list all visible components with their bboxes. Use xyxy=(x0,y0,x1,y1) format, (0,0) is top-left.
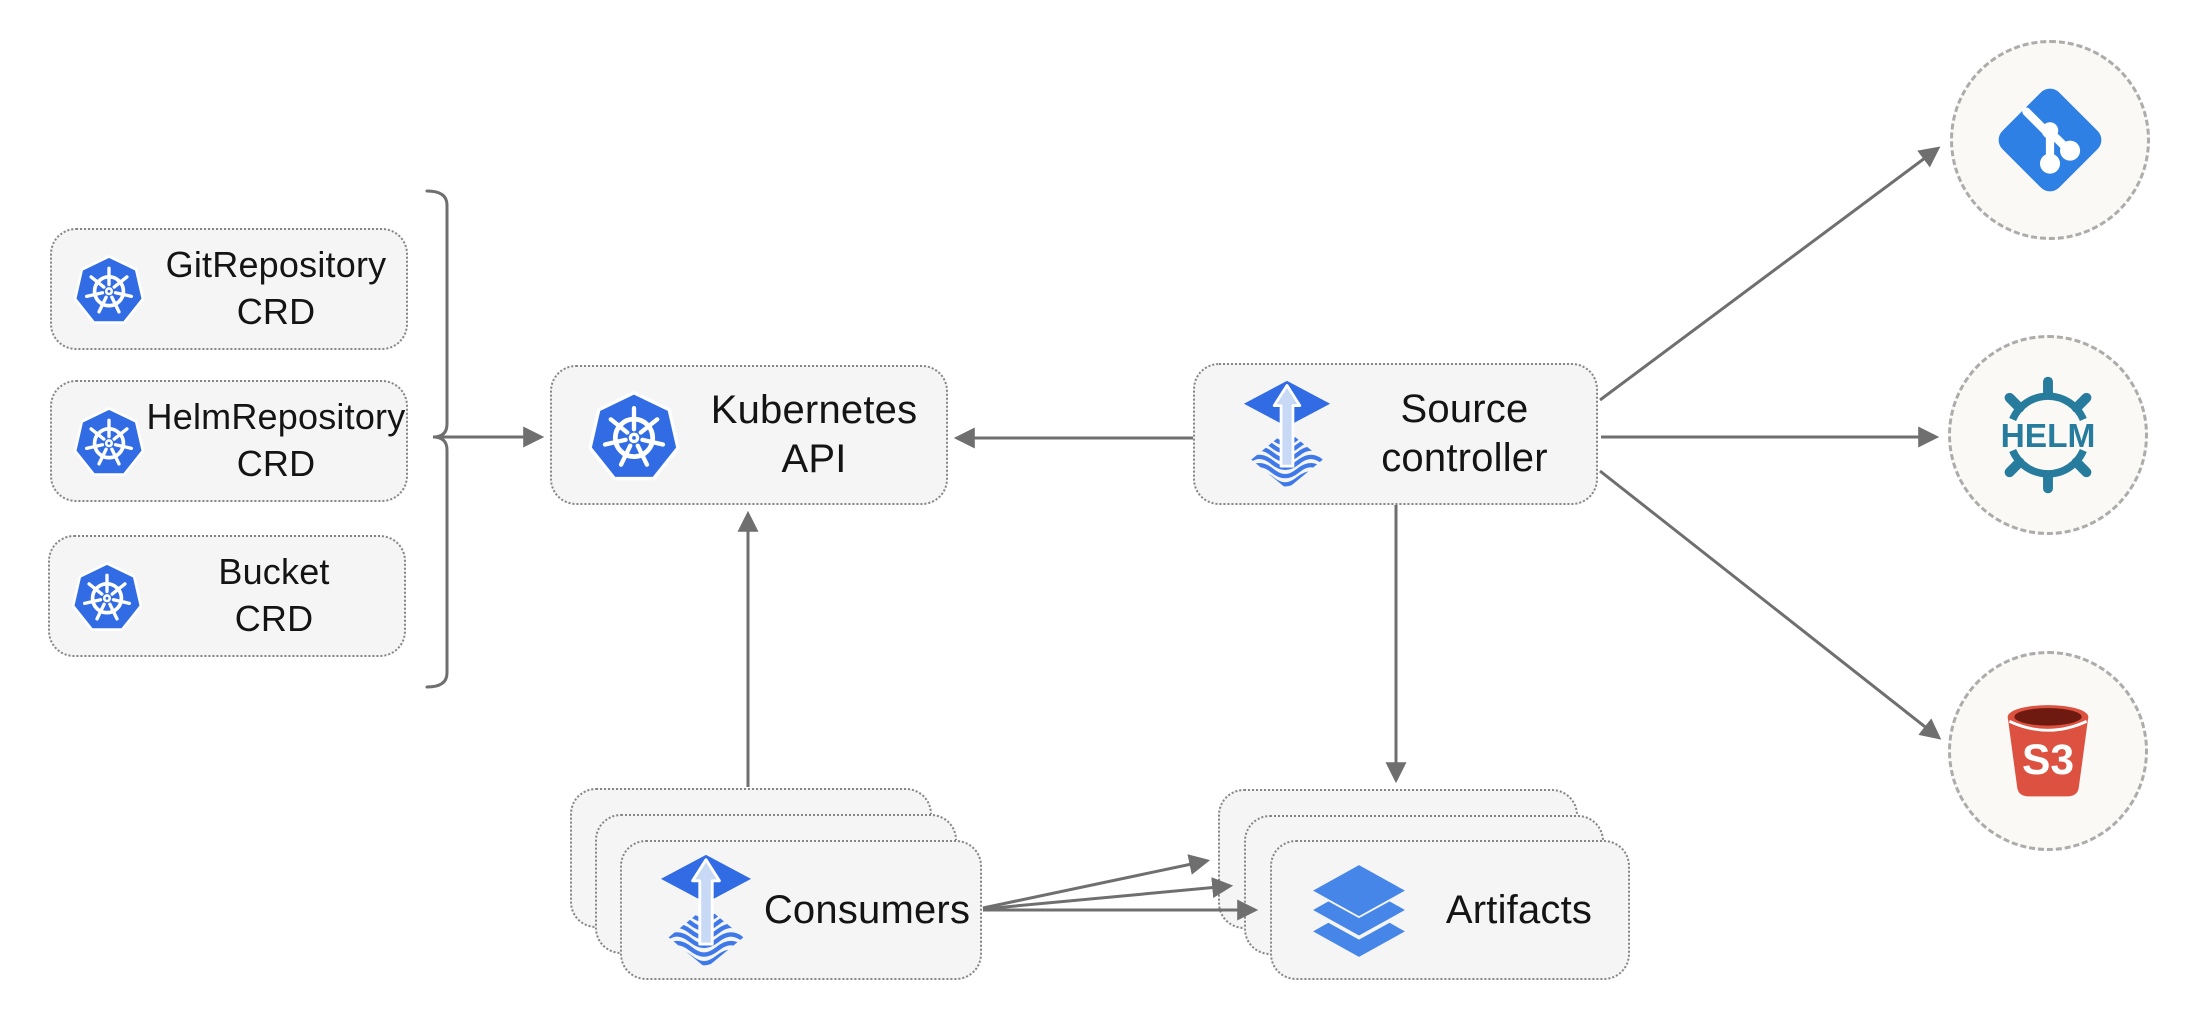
flux-icon xyxy=(658,853,754,968)
node-label: Artifacts xyxy=(1445,887,1593,932)
edge-consumers-to-artifacts-1 xyxy=(982,854,1211,910)
edge-source-controller-to-s3 xyxy=(1599,469,1942,740)
kubernetes-icon xyxy=(586,387,682,483)
layers-icon xyxy=(1308,859,1410,961)
kubernetes-icon xyxy=(72,252,146,326)
node-consumers: Consumers xyxy=(620,840,982,980)
node-kubernetes-api: Kubernetes API xyxy=(550,365,948,505)
endpoint-s3: S3 xyxy=(1948,651,2148,851)
node-label: Source controller xyxy=(1381,387,1548,480)
node-source-controller: Source controller xyxy=(1193,363,1598,505)
endpoint-git xyxy=(1950,40,2150,240)
edge-source-controller-to-git xyxy=(1599,146,1941,402)
node-label: Bucket CRD xyxy=(218,551,330,639)
edge-consumers-to-artifacts-2 xyxy=(982,877,1234,911)
flux-icon xyxy=(1241,379,1333,489)
crd-group-bracket xyxy=(425,189,449,689)
node-artifacts: Artifacts xyxy=(1270,840,1630,980)
node-label: Kubernetes API xyxy=(710,388,918,481)
git-icon xyxy=(1991,81,2109,199)
node-label: GitRepository CRD xyxy=(165,244,387,332)
endpoint-helm: HELM xyxy=(1948,335,2148,535)
node-helmrepository-crd: HelmRepository CRD xyxy=(50,380,408,502)
helm-wordmark: HELM xyxy=(2001,418,2096,455)
helm-icon: HELM xyxy=(1986,373,2110,497)
kubernetes-icon xyxy=(70,559,144,633)
node-label: HelmRepository CRD xyxy=(146,396,406,484)
node-label: Consumers xyxy=(763,887,971,932)
node-gitrepository-crd: GitRepository CRD xyxy=(50,228,408,350)
kubernetes-icon xyxy=(72,404,146,478)
s3-wordmark: S3 xyxy=(2022,736,2074,784)
s3-bucket-icon: S3 xyxy=(1992,692,2104,810)
node-bucket-crd: Bucket CRD xyxy=(48,535,406,657)
